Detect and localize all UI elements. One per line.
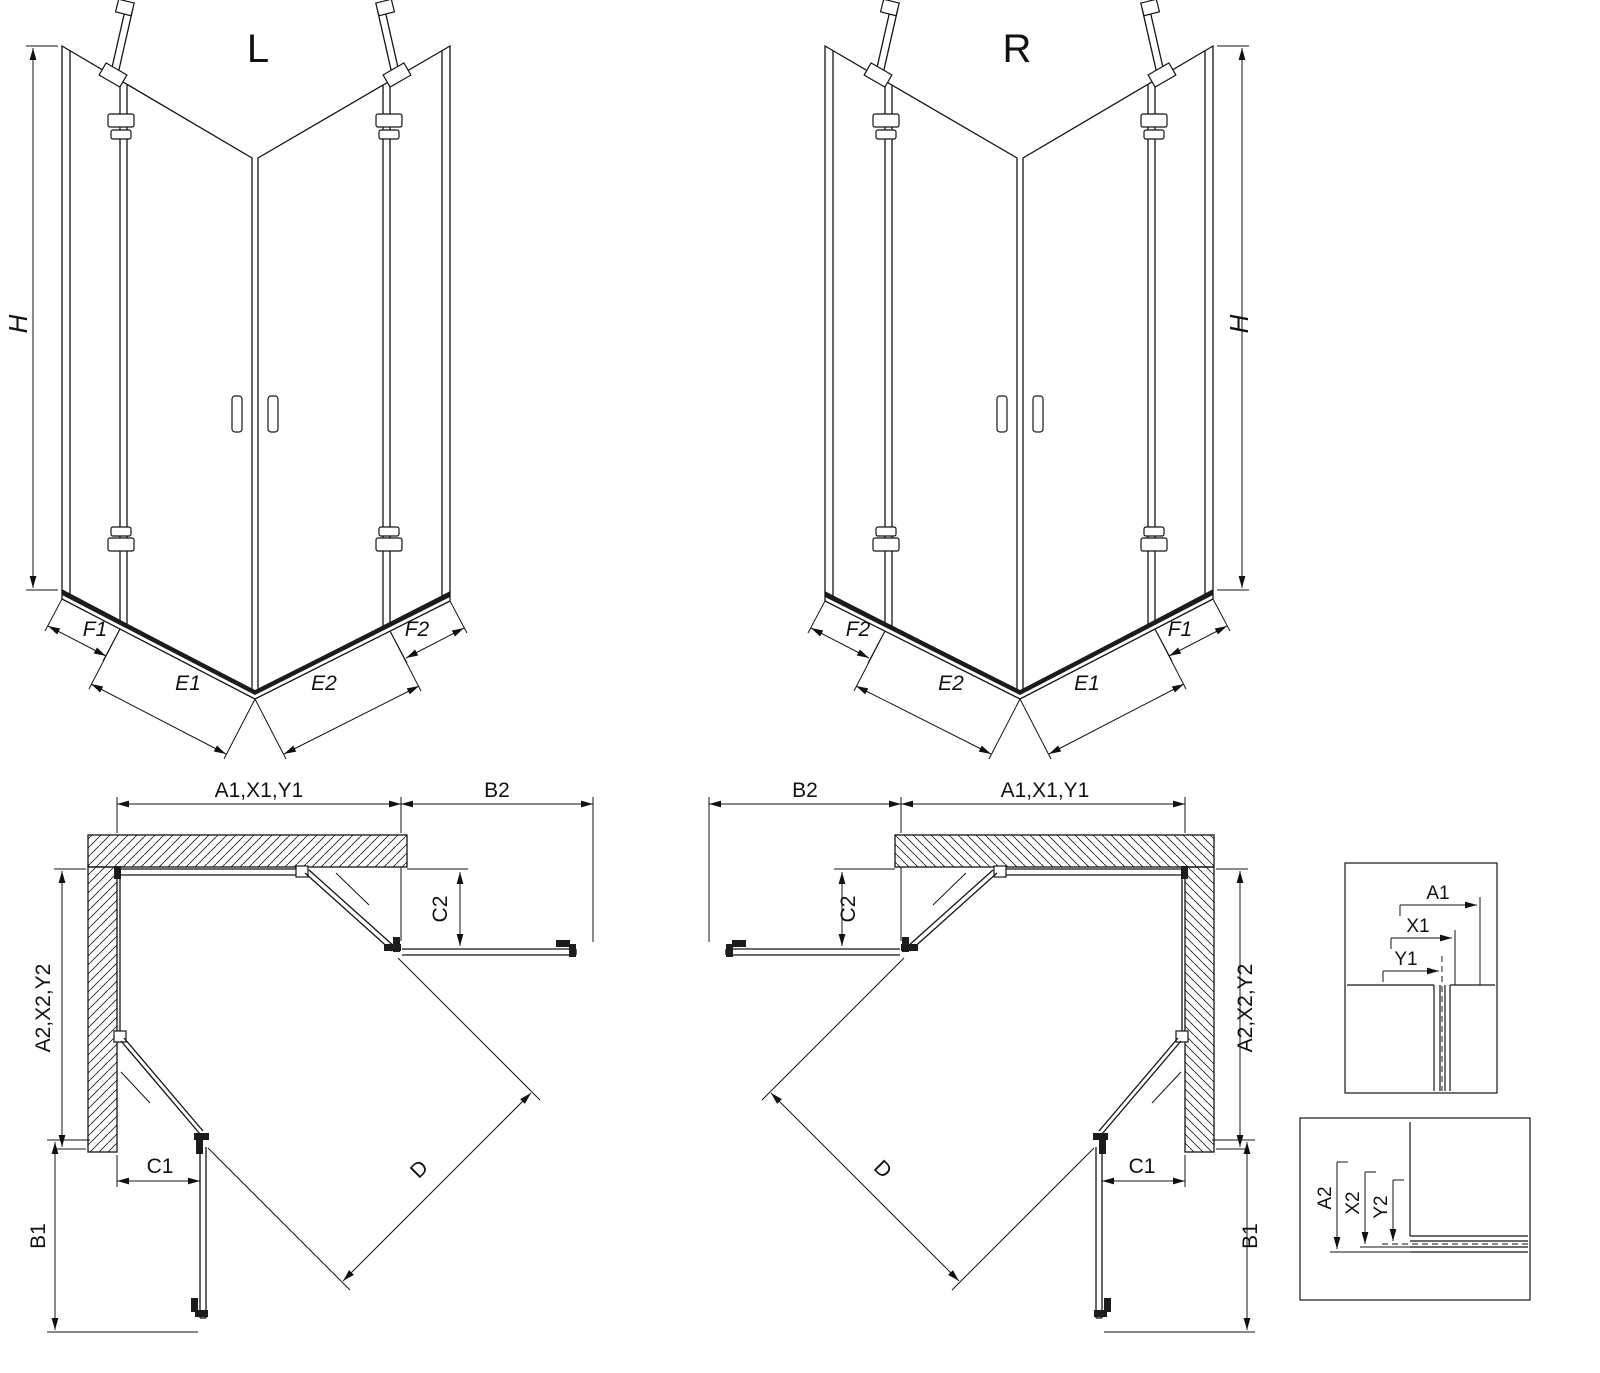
bottom-door-open	[191, 1147, 208, 1319]
x2-detail-label: X2	[1343, 1191, 1364, 1214]
a2-detail-label: A2	[1315, 1186, 1336, 1209]
elevation-right-drawing	[808, 0, 1249, 759]
d-dim-label-plan-left: D	[406, 1156, 433, 1183]
height-dimension	[26, 45, 58, 591]
e1-dim-label-left: E1	[175, 672, 201, 695]
x1-detail-label: X1	[1406, 916, 1429, 937]
b1-dim-label-plan-left: B1	[27, 1223, 50, 1249]
c1-dimension	[116, 1155, 200, 1187]
lower-door-open	[120, 1037, 204, 1135]
right-glass-panel	[257, 44, 451, 692]
detail-profile-top	[1344, 862, 1498, 1094]
b2-dim-label-plan-left: B2	[484, 779, 510, 802]
top-door-open	[304, 869, 396, 952]
top-fixed-glass	[114, 865, 309, 879]
door-handles	[231, 395, 279, 433]
c1-dim-label-plan-right: C1	[1129, 1155, 1156, 1178]
c1-dim-label-plan-left: C1	[147, 1155, 174, 1178]
b1-dimension	[47, 1139, 198, 1333]
f2-dim-label-left: F2	[405, 618, 430, 641]
plan-left-drawing	[47, 797, 594, 1333]
e2-dimension	[254, 630, 422, 760]
e2-dim-label-right: E2	[938, 672, 964, 695]
e1-dim-label-right: E1	[1074, 672, 1100, 695]
y2-detail-label: Y2	[1371, 1195, 1392, 1218]
variant-label-left: L	[247, 27, 269, 71]
f1-dim-label-right: F1	[1168, 618, 1193, 641]
width-dim-label-plan-left: A1,X1,Y1	[215, 779, 304, 802]
c2-dim-label-plan-left: C2	[429, 896, 452, 923]
height-dim-label-right: H	[1224, 314, 1254, 333]
e2-dim-label-left: E2	[311, 672, 337, 695]
c2-dimension	[407, 868, 468, 946]
elevation-left-drawing	[26, 0, 468, 760]
b1-dim-label-plan-right: B1	[1239, 1223, 1262, 1249]
corner-profile-bottom	[194, 1133, 209, 1154]
left-glass-panel	[61, 44, 253, 692]
x1-detail-dimension	[1390, 934, 1452, 949]
y1-detail-label: Y1	[1394, 949, 1417, 970]
f2-dim-label-right: F2	[846, 618, 871, 641]
corner-profile-top	[384, 867, 402, 952]
width-dimensions	[116, 797, 594, 942]
a1-detail-dimension	[1399, 901, 1477, 916]
a2-detail-dimension	[1333, 1161, 1348, 1249]
b2-dim-label-plan-right: B2	[792, 779, 818, 802]
top-support-bars	[98, 0, 412, 88]
y1-detail-dimension	[1382, 967, 1439, 982]
a1-detail-label: A1	[1426, 883, 1449, 904]
top-wall-hatched	[87, 834, 408, 868]
door-hinges	[107, 113, 403, 552]
width-dim-label-plan-right: A1,X1,Y1	[1001, 779, 1090, 802]
x2-detail-dimension	[1361, 1171, 1376, 1244]
variant-label-right: R	[1003, 27, 1032, 71]
depth-dimension	[54, 868, 86, 1150]
side-fixed-glass	[113, 869, 127, 1043]
height-dim-label-left: H	[3, 314, 33, 333]
c2-dim-label-plan-right: C2	[837, 896, 860, 923]
d-dim-label-plan-right: D	[869, 1156, 896, 1183]
d-dimension	[207, 957, 541, 1291]
e1-dimension	[88, 628, 256, 760]
f1-dim-label-left: F1	[83, 618, 108, 641]
depth-dim-label-plan-left: A2,X2,Y2	[32, 964, 55, 1053]
side-door-open	[402, 940, 577, 957]
depth-dim-label-plan-right: A2,X2,Y2	[1234, 964, 1257, 1053]
y2-detail-dimension	[1389, 1179, 1404, 1241]
plan-right-drawing	[709, 797, 1255, 1332]
side-wall-hatched	[87, 866, 118, 1153]
detail-profile-bottom	[1299, 1117, 1531, 1301]
